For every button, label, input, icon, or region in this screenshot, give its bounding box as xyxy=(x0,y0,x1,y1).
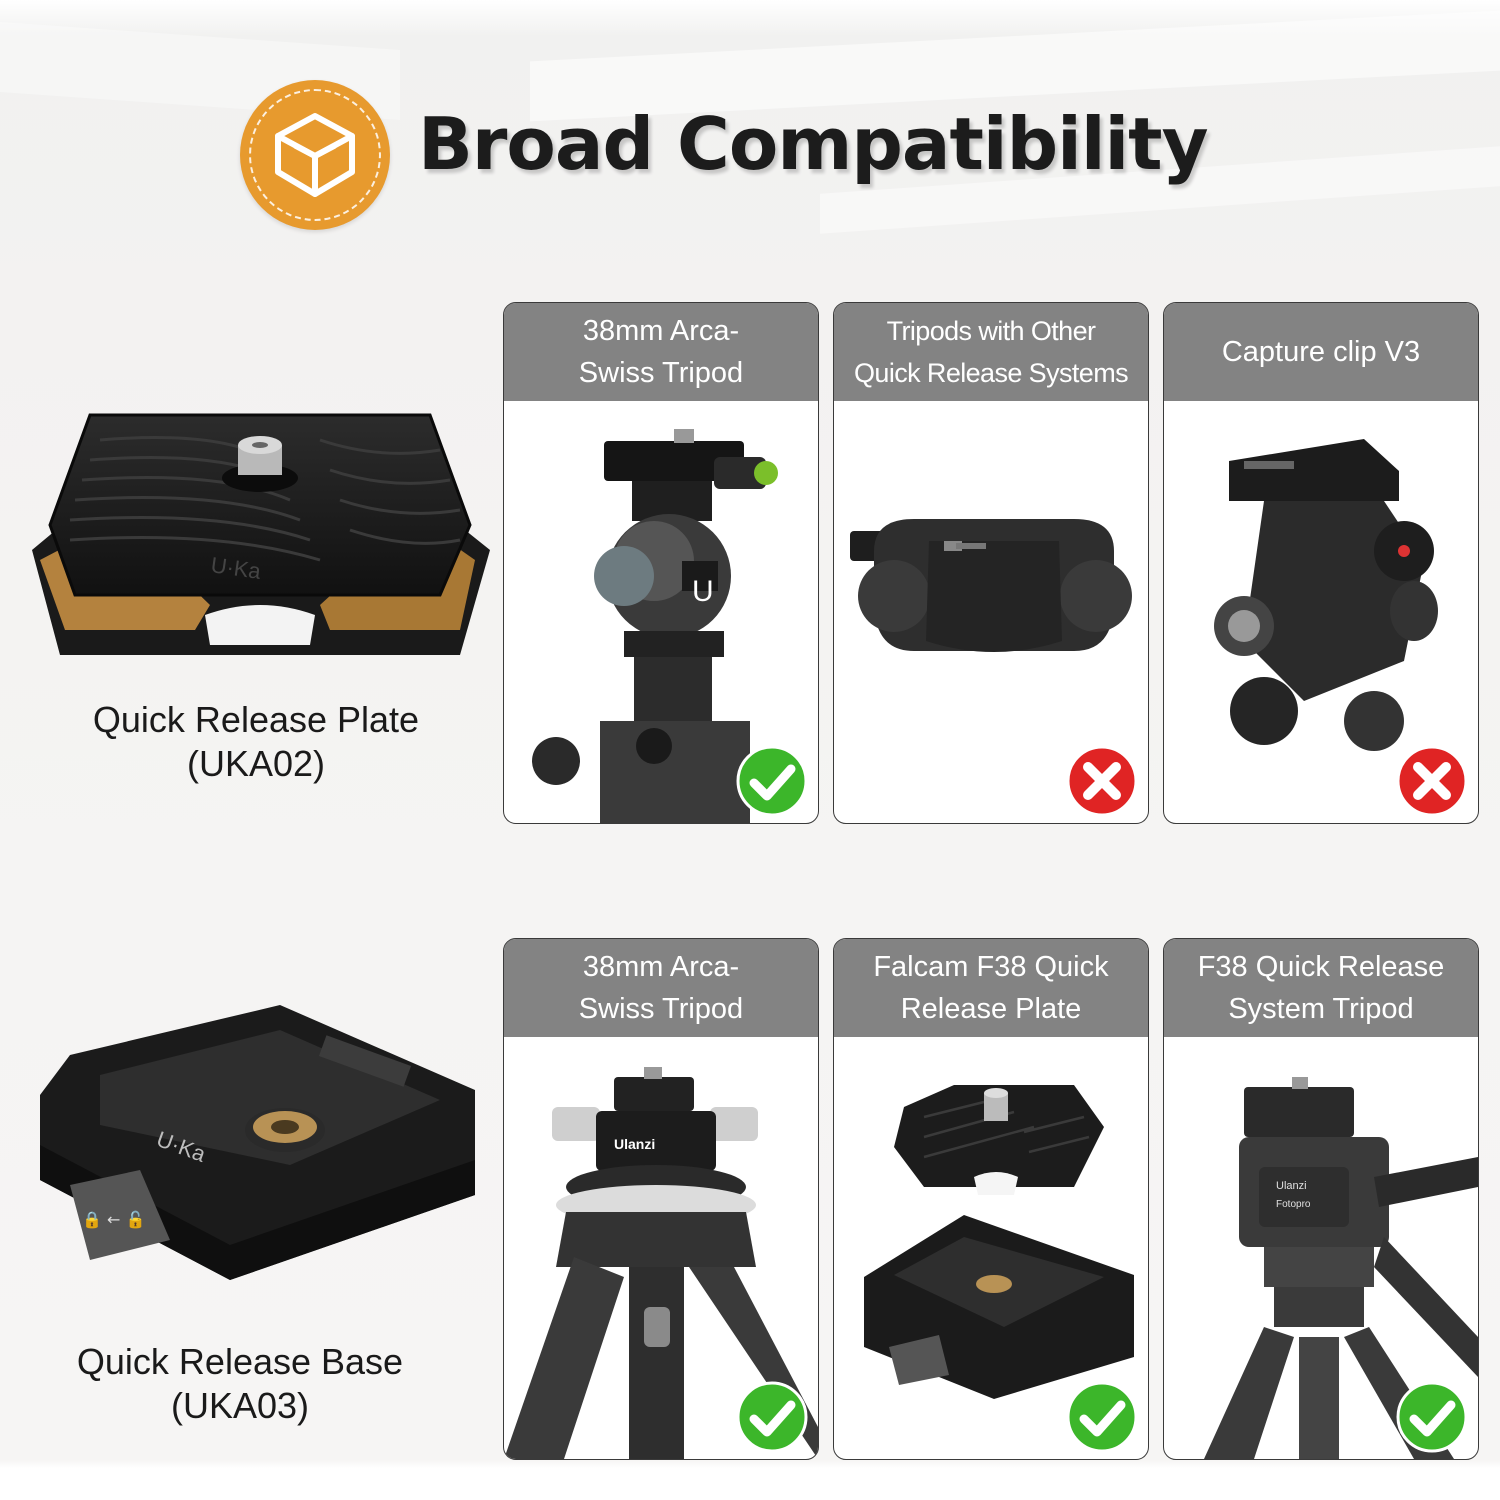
compat-card-falcam-f38: Falcam F38 Quick Release Plate xyxy=(833,938,1149,1460)
svg-text:🔒 ← 🔓: 🔒 ← 🔓 xyxy=(82,1210,145,1229)
product-label-uka03: Quick Release Base (UKA03) xyxy=(20,1340,460,1428)
cross-icon xyxy=(1066,745,1138,817)
product-label-uka02: Quick Release Plate (UKA02) xyxy=(36,698,476,786)
card-header: 38mm Arca- Swiss Tripod xyxy=(504,303,818,401)
card-header: Falcam F38 Quick Release Plate xyxy=(834,939,1148,1037)
check-icon xyxy=(736,745,808,817)
brand-label: Ulanzi xyxy=(614,1136,655,1152)
product-name: Quick Release Plate xyxy=(92,699,420,740)
svg-text:U: U xyxy=(692,575,714,608)
product-code: (UKA02) xyxy=(186,743,326,784)
card-title-line2: Swiss Tripod xyxy=(578,993,744,1025)
card-title-line2: Release Plate xyxy=(900,993,1082,1025)
check-icon xyxy=(1066,1381,1138,1453)
compat-card-f38-tripod: F38 Quick Release System Tripod Ulanzi F… xyxy=(1163,938,1479,1460)
quick-release-base-image: U·Ka 🔒 ← 🔓 xyxy=(30,995,485,1295)
compat-card-arca-swiss-2: 38mm Arca- Swiss Tripod Ulanzi xyxy=(503,938,819,1460)
product-name: Quick Release Base xyxy=(76,1341,404,1382)
brand-label-2: Fotopro xyxy=(1276,1199,1311,1210)
layers-box-icon xyxy=(240,80,390,230)
brand-label: Ulanzi xyxy=(1276,1180,1307,1192)
card-title-line2: System Tripod xyxy=(1228,993,1414,1025)
compat-card-other-systems: Tripods with Other Quick Release Systems xyxy=(833,302,1149,824)
card-title-line2: Quick Release Systems xyxy=(854,358,1129,388)
card-title-line1: Tripods with Other xyxy=(886,316,1096,346)
card-header: Capture clip V3 xyxy=(1164,303,1478,401)
page-title: Broad Compatibility xyxy=(418,102,1209,186)
card-title-line1: F38 Quick Release xyxy=(1197,951,1445,983)
card-header: Tripods with Other Quick Release Systems xyxy=(834,303,1148,401)
ball-head-tripod-image: U xyxy=(504,401,818,823)
card-title-line1: 38mm Arca- xyxy=(582,951,740,983)
card-title-line1: 38mm Arca- xyxy=(582,315,740,347)
card-title-line2: Swiss Tripod xyxy=(578,357,744,389)
card-title-line1: Falcam F38 Quick xyxy=(873,951,1109,983)
compat-card-arca-swiss: 38mm Arca- Swiss Tripod U xyxy=(503,302,819,824)
card-title-line1: Capture clip V3 xyxy=(1221,336,1421,368)
cross-icon xyxy=(1396,745,1468,817)
geared-head-image xyxy=(1164,401,1478,823)
quick-release-plate-image: U·Ka xyxy=(20,400,495,675)
card-header: 38mm Arca- Swiss Tripod xyxy=(504,939,818,1037)
camera-clip-image xyxy=(834,401,1148,823)
product-code: (UKA03) xyxy=(170,1385,310,1426)
f38-plate-and-base-image xyxy=(834,1037,1148,1459)
check-icon xyxy=(736,1381,808,1453)
check-icon xyxy=(1396,1381,1468,1453)
compat-card-capture-clip: Capture clip V3 xyxy=(1163,302,1479,824)
card-header: F38 Quick Release System Tripod xyxy=(1164,939,1478,1037)
